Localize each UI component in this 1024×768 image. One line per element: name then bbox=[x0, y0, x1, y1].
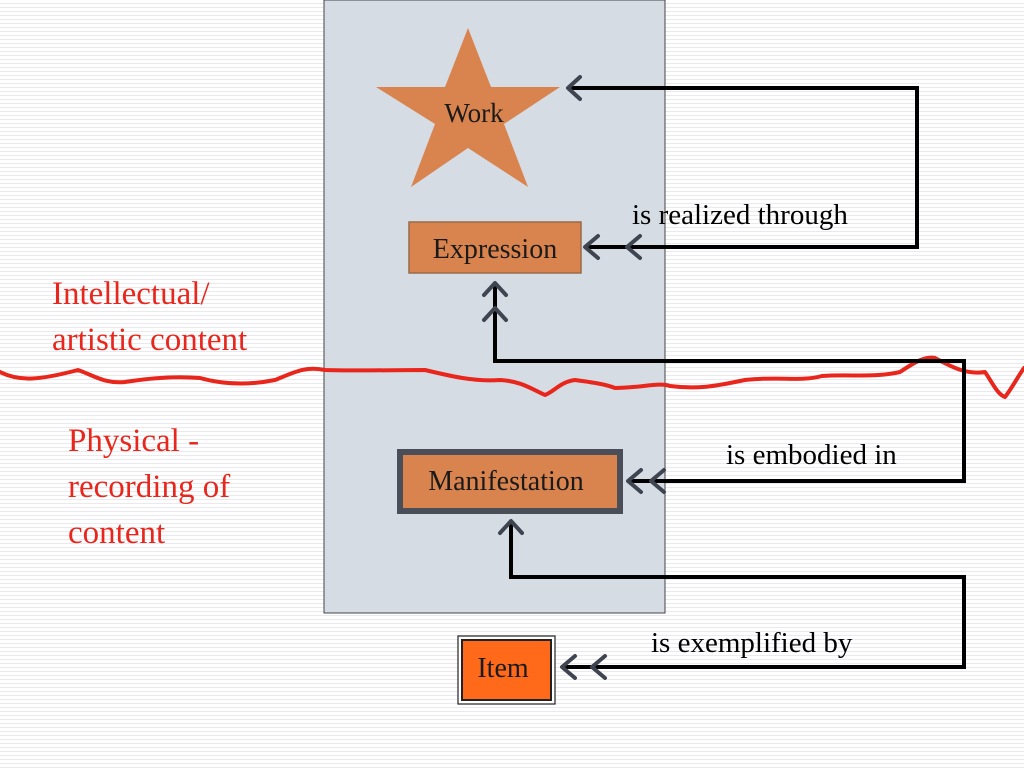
embodied-arrow-manifestation-icon bbox=[626, 468, 666, 494]
work-label: Work bbox=[444, 98, 504, 128]
embodied-connector bbox=[493, 283, 966, 483]
realized-arrow-expression-icon bbox=[583, 234, 642, 260]
intellectual-region-label: Intellectual/ artistic content bbox=[52, 276, 248, 358]
embodied-arrow-expression-icon bbox=[482, 281, 508, 322]
work-star-icon bbox=[376, 28, 560, 187]
expression-label: Expression bbox=[433, 234, 557, 265]
physical-region-label: Physical - recording of content bbox=[68, 423, 231, 551]
embodied-label: is embodied in bbox=[726, 439, 897, 471]
item-box bbox=[461, 639, 552, 701]
realized-label: is realized through bbox=[632, 199, 848, 231]
realized-arrow-work-icon bbox=[566, 75, 582, 101]
manifestation-label: Manifestation bbox=[428, 466, 584, 497]
exemplified-label: is exemplified by bbox=[651, 627, 853, 659]
division-line bbox=[0, 355, 1024, 399]
exemplified-arrow-manifestation-icon bbox=[498, 519, 524, 535]
exemplified-arrow-item-icon bbox=[560, 654, 607, 680]
realized-connector bbox=[568, 86, 919, 249]
exemplified-connector bbox=[509, 521, 966, 669]
expression-box bbox=[408, 221, 582, 274]
manifestation-box bbox=[397, 449, 623, 514]
item-label: Item bbox=[477, 653, 529, 684]
